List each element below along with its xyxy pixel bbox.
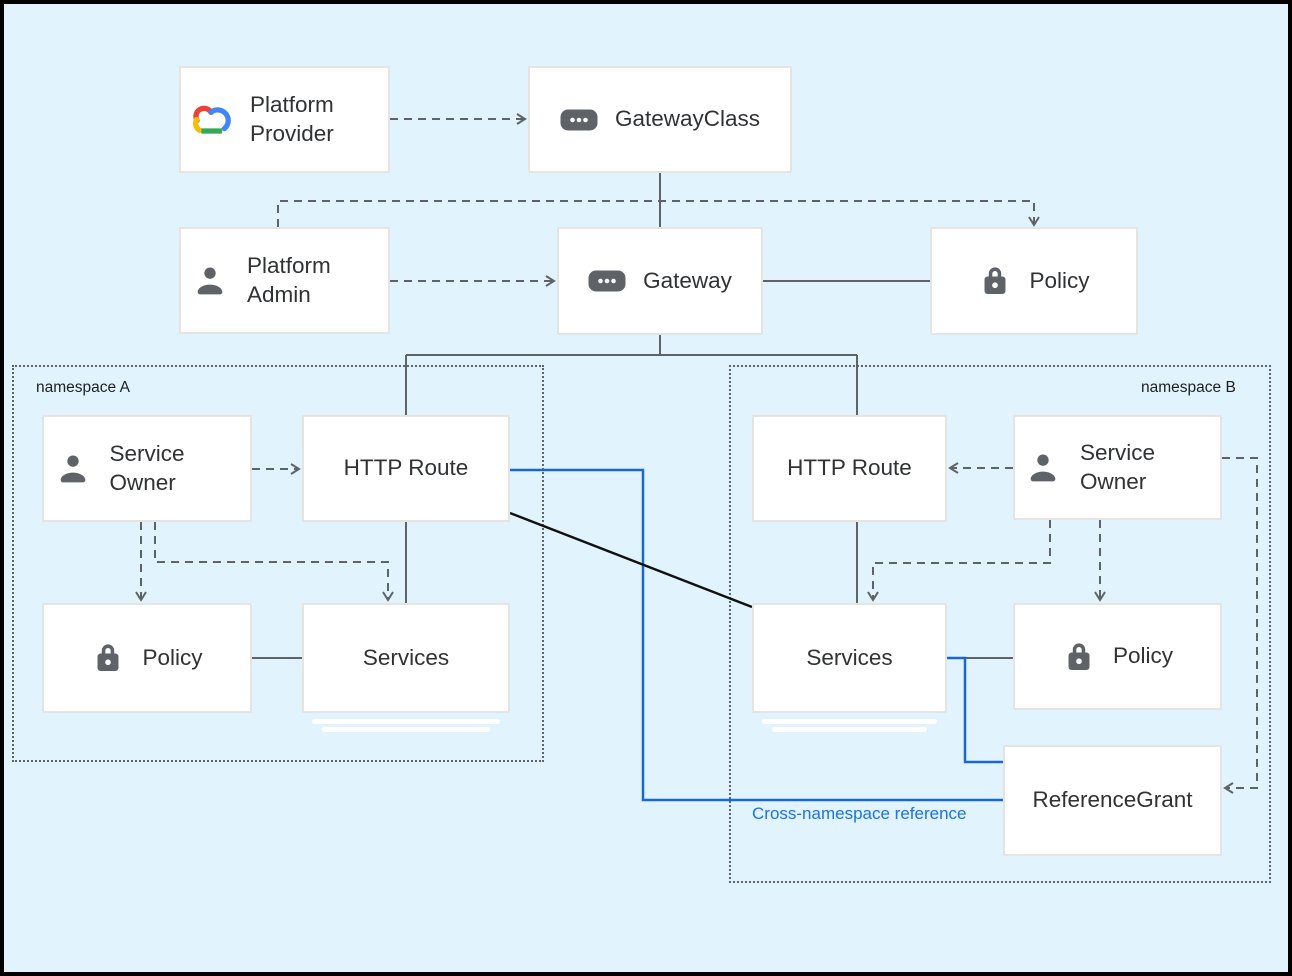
node-label: Services: [362, 644, 450, 670]
node-label: ReferenceGrant: [1032, 787, 1193, 813]
node-platform-admin: Platform Admin: [179, 227, 390, 334]
stacked-sheet: [762, 719, 937, 724]
stacked-sheet: [312, 719, 500, 724]
node-gateway: Gateway: [557, 227, 763, 335]
node-services-a: Services: [302, 603, 510, 713]
node-label: Gateway: [643, 267, 732, 293]
resource-chip-icon: [588, 270, 626, 292]
node-gateway-class: GatewayClass: [528, 66, 792, 173]
node-label: Policy: [142, 644, 203, 670]
lock-icon: [1062, 640, 1096, 674]
lock-icon: [91, 641, 125, 675]
person-icon: [53, 449, 93, 489]
node-label: GatewayClass: [614, 106, 761, 132]
node-label: Policy: [1029, 267, 1090, 293]
node-label: HTTP Route: [787, 455, 912, 481]
node-policy-a: Policy: [42, 603, 252, 713]
node-http-route-a: HTTP Route: [302, 415, 510, 522]
person-icon: [1023, 448, 1063, 488]
node-label: Policy: [1112, 643, 1174, 669]
node-services-b: Services: [752, 603, 947, 713]
namespace-a-label: namespace A: [36, 379, 130, 396]
edge-httproute-a-to-services-b: [509, 511, 753, 609]
node-service-owner-a: Service Owner: [42, 415, 252, 522]
node-label: Platform Admin: [247, 252, 331, 307]
stacked-sheet: [772, 727, 927, 732]
node-platform-provider: Platform Provider: [179, 66, 390, 173]
node-reference-grant: ReferenceGrant: [1003, 745, 1222, 856]
node-label: HTTP Route: [343, 455, 469, 481]
node-label: Platform Provider: [250, 91, 334, 146]
lock-icon: [978, 264, 1012, 298]
stacked-sheet: [322, 727, 490, 732]
person-icon: [190, 261, 230, 301]
node-label: Service Owner: [1080, 439, 1156, 494]
google-cloud-icon: [187, 101, 233, 138]
node-policy-b: Policy: [1013, 603, 1222, 710]
node-policy-cluster: Policy: [930, 227, 1138, 335]
namespace-b-label: namespace B: [1141, 379, 1236, 396]
resource-chip-icon: [560, 109, 598, 131]
node-service-owner-b: Service Owner: [1013, 415, 1222, 520]
edge-platformadmin-to-cluster-policy: [277, 200, 1040, 227]
node-label: Service Owner: [109, 440, 185, 495]
node-http-route-b: HTTP Route: [752, 415, 947, 522]
node-label: Services: [806, 644, 893, 670]
cross-namespace-reference-label: Cross-namespace reference: [752, 804, 967, 823]
